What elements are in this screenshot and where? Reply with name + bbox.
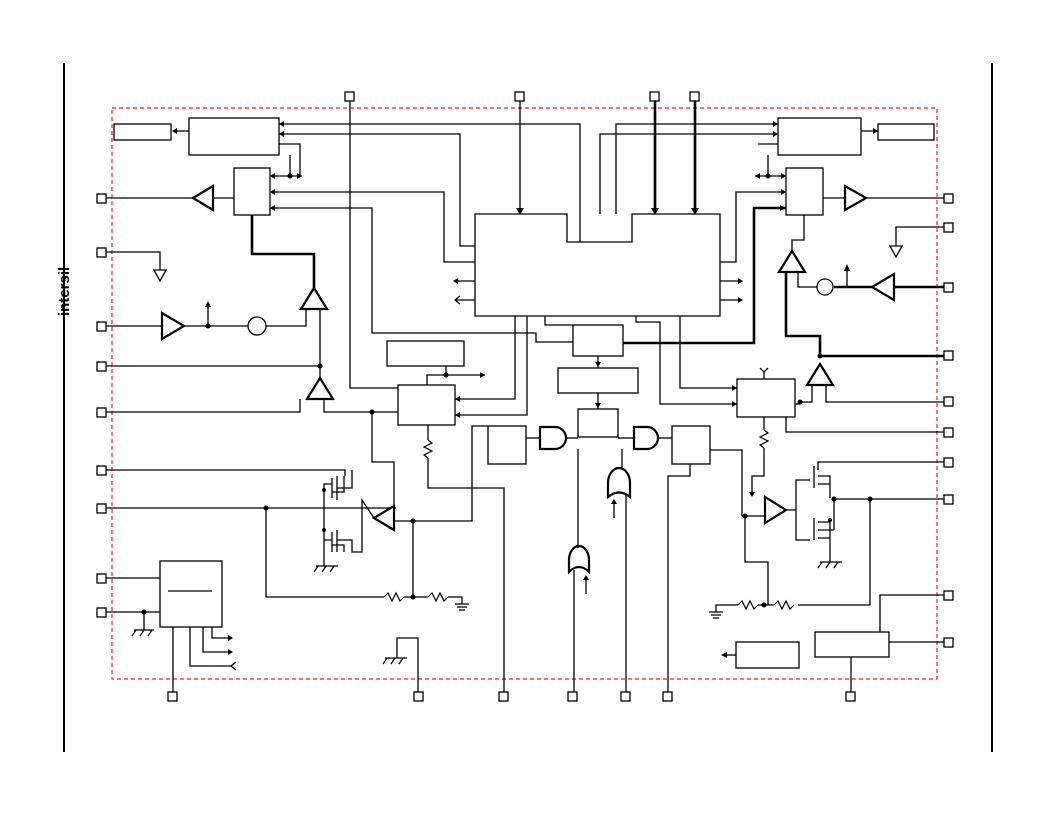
- summing-node-left: [247, 316, 267, 336]
- center-latch-block: [577, 408, 619, 438]
- left-output-amplifier: [190, 184, 215, 212]
- pin-right-4: [943, 350, 954, 361]
- or-gate-bottom: [567, 544, 591, 575]
- pin-bottom-1: [167, 691, 178, 702]
- chip-boundary: [111, 107, 938, 680]
- pin-left-7: [96, 503, 107, 514]
- right-upper-amplifier: [777, 248, 807, 274]
- pin-right-1: [943, 193, 954, 204]
- pin-right-8: [943, 494, 954, 505]
- pin-left-5: [96, 407, 107, 418]
- top-right-block: [777, 117, 862, 156]
- left-control-block: [386, 340, 465, 367]
- chassis-ground-icon-3: [382, 657, 407, 665]
- central-logic-block: [474, 213, 721, 317]
- and-gate-left: [538, 425, 568, 451]
- left-input-amplifier: [160, 311, 187, 341]
- ground-icon: [152, 269, 168, 283]
- resistor-right-1: [758, 429, 770, 449]
- top-left-small-block: [113, 123, 172, 141]
- pin-left-3: [96, 321, 107, 332]
- right-driver-block: [736, 378, 796, 418]
- right-comparator: [763, 495, 789, 525]
- page-border-left: [63, 63, 65, 752]
- wire-tl-1: [279, 123, 581, 242]
- pin-top-4: [689, 91, 700, 102]
- left-flipflop-block: [487, 425, 527, 465]
- right-input-amplifier: [869, 272, 896, 302]
- pin-left-4: [96, 361, 107, 372]
- resistor-right-2: [737, 599, 759, 611]
- pin-bottom-7: [845, 691, 856, 702]
- right-lower-amplifier: [805, 361, 835, 387]
- resistor-left-1: [422, 439, 434, 459]
- chassis-ground-icon-4: [817, 561, 842, 569]
- pin-right-7: [943, 457, 954, 468]
- center-control-block: [572, 324, 624, 357]
- pin-bottom-3: [498, 691, 509, 702]
- right-output-amplifier: [843, 184, 869, 212]
- bottom-right-block: [814, 631, 890, 658]
- left-bottom-block: [159, 560, 223, 628]
- pin-left-9: [96, 607, 107, 618]
- page-border-right: [991, 63, 993, 752]
- summing-node-right: [816, 278, 834, 296]
- chassis-ground-icon: [313, 565, 338, 573]
- pin-right-3: [943, 282, 954, 293]
- pin-left-2: [96, 247, 107, 258]
- resistor-right-3: [773, 599, 795, 611]
- center-register-block: [557, 367, 639, 394]
- pin-right-9: [943, 590, 954, 601]
- ground-icon-2: [455, 603, 469, 611]
- resistor-left-3: [427, 591, 449, 603]
- bottom-right-status-block: [735, 641, 800, 669]
- pin-right-10: [943, 637, 954, 648]
- wire-tl-2: [279, 133, 475, 247]
- pin-bottom-4: [567, 691, 578, 702]
- top-right-small-block: [877, 123, 935, 141]
- left-comparator: [371, 504, 396, 532]
- pin-left-8: [96, 573, 107, 584]
- chassis-ground-icon-2: [131, 629, 154, 637]
- pin-right-5: [943, 396, 954, 407]
- or-gate-upper: [606, 466, 632, 500]
- right-flipflop-block: [671, 425, 711, 465]
- left-driver-block: [397, 384, 456, 426]
- pin-right-2: [943, 222, 954, 233]
- pin-left-6: [96, 465, 107, 476]
- pin-bottom-6: [662, 691, 673, 702]
- right-mux-block: [785, 167, 824, 216]
- pin-bottom-5: [620, 691, 631, 702]
- ground-icon-3: [888, 245, 904, 259]
- top-left-block: [188, 117, 280, 156]
- pin-left-1: [96, 193, 107, 204]
- left-lower-amplifier: [305, 375, 335, 401]
- left-mux-block: [233, 167, 271, 216]
- pin-top-2: [514, 91, 525, 102]
- left-upper-amplifier: [299, 285, 329, 311]
- and-gate-right: [632, 425, 660, 451]
- pin-top-1: [344, 91, 355, 102]
- resistor-left-2: [383, 591, 405, 603]
- pin-top-3: [649, 91, 660, 102]
- pin-right-6: [943, 427, 954, 438]
- ground-icon-4: [709, 611, 723, 619]
- pin-bottom-2: [413, 691, 424, 702]
